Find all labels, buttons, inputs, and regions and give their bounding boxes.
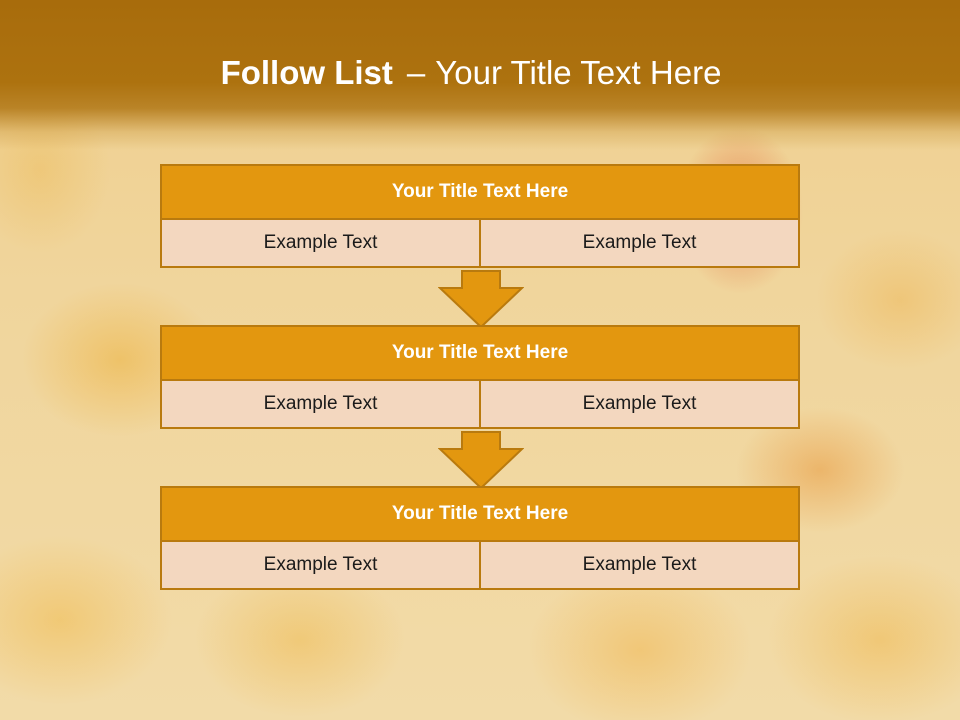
slide-title: Follow List–Your Title Text Here — [0, 54, 942, 92]
block-cell-right[interactable]: Example Text — [479, 542, 798, 588]
down-arrow-icon — [438, 431, 524, 489]
block-title[interactable]: Your Title Text Here — [160, 164, 800, 220]
header-bar — [0, 0, 960, 150]
block-cell-left[interactable]: Example Text — [263, 554, 378, 575]
block-row: Example Text Example Text — [160, 381, 800, 429]
list-block-2: Your Title Text Here Example Text Exampl… — [160, 325, 800, 429]
block-cell-right[interactable]: Example Text — [479, 220, 798, 266]
block-title[interactable]: Your Title Text Here — [160, 325, 800, 381]
list-block-3: Your Title Text Here Example Text Exampl… — [160, 486, 800, 590]
title-bold: Follow List — [220, 54, 393, 91]
down-arrow-icon — [438, 270, 524, 328]
block-cell-right[interactable]: Example Text — [479, 381, 798, 427]
block-cell-left[interactable]: Example Text — [263, 393, 378, 414]
title-dash: – — [406, 54, 426, 91]
block-row: Example Text Example Text — [160, 220, 800, 268]
block-row: Example Text Example Text — [160, 542, 800, 590]
block-title[interactable]: Your Title Text Here — [160, 486, 800, 542]
block-cell-left[interactable]: Example Text — [263, 232, 378, 253]
list-block-1: Your Title Text Here Example Text Exampl… — [160, 164, 800, 268]
title-text: Your Title Text Here — [435, 54, 722, 91]
